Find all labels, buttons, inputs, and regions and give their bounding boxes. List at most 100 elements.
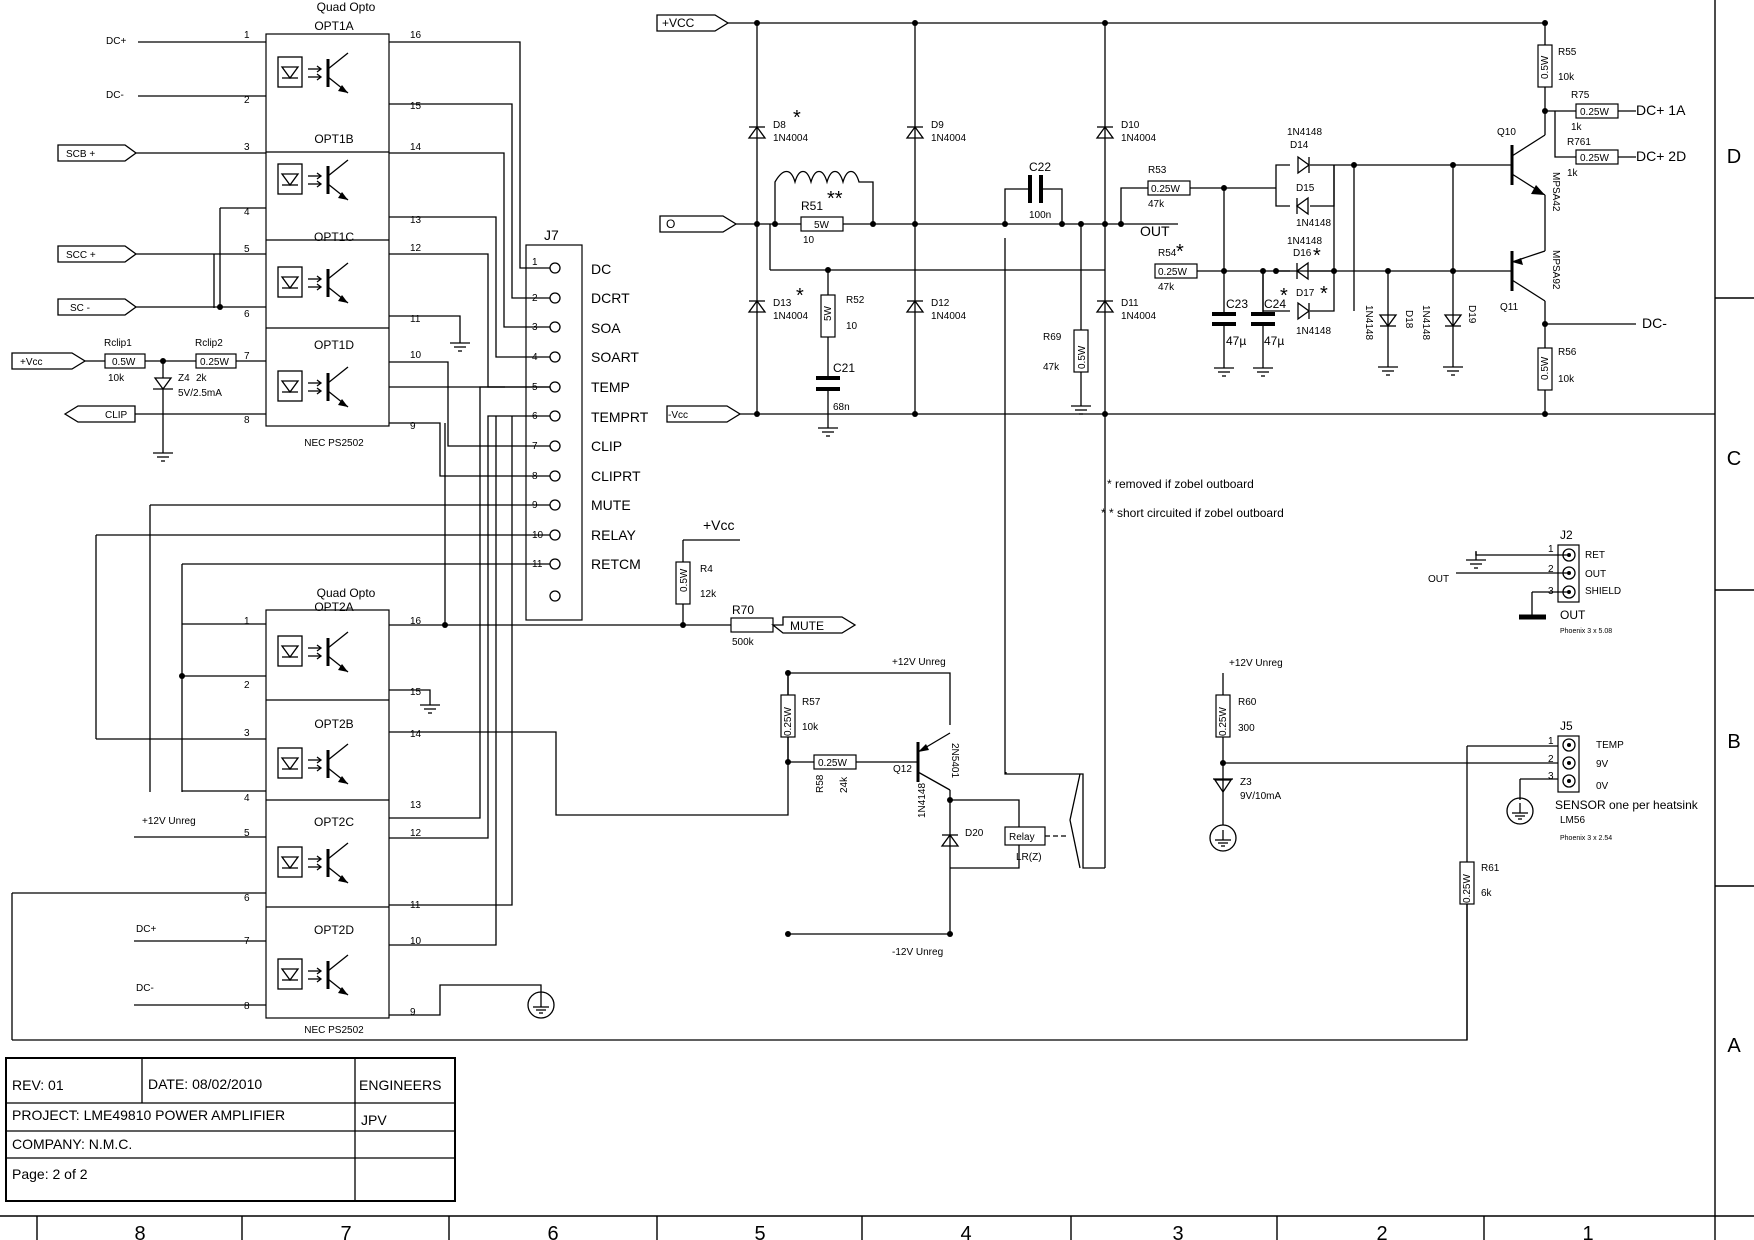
opto2-pin-1: 1 (244, 616, 250, 627)
d18-value: 1N4148 (1363, 305, 1374, 340)
net-label-dc1a[interactable]: DC+ 1A (1636, 102, 1686, 118)
j7-signal-retcm: RETCM (591, 556, 641, 572)
r56-value: 10k (1558, 374, 1575, 385)
d16-star: * (1313, 245, 1321, 267)
zone-row-a: A (1727, 1035, 1741, 1057)
j7-connector: J7 1 2 3 4 5 6 7 8 9 10 11 DC DCRT SOA S… (525, 227, 649, 621)
net-label-dcm-q11[interactable]: DC- (1642, 315, 1667, 331)
d8-star: * (793, 107, 801, 129)
opto2-pin-9: 9 (410, 1007, 416, 1018)
d11-ref: D11 (1121, 298, 1139, 309)
opto-j7-routing (12, 41, 1468, 1041)
net-label-vcc-neg[interactable]: -Vcc (668, 410, 688, 421)
net-label-vcc-in[interactable]: +Vcc (20, 357, 43, 368)
r57-ref: R57 (802, 697, 821, 708)
q11-ref: Q11 (1500, 302, 1519, 313)
opto2-block: Quad Opto OPT2A OPT2B OPT2C OPT2D NEC PS… (244, 586, 422, 1036)
r54-star: * (1176, 241, 1184, 263)
r53-ref: R53 (1148, 165, 1167, 176)
zone-col-3: 3 (1172, 1223, 1183, 1240)
zone-col-4: 4 (960, 1223, 971, 1240)
zone-rows: D C B A (1727, 146, 1742, 1057)
r4-ref: R4 (700, 564, 713, 575)
rclip2-ref: Rclip2 (195, 338, 223, 349)
c23-ref: C23 (1226, 297, 1248, 311)
mute-circuit: +Vcc R4 0.5W 12k R70 500k MUTE (675, 517, 857, 648)
title-page: Page: 2 of 2 (12, 1166, 88, 1182)
r53-rating: 0.25W (1151, 184, 1180, 195)
r60-value: 300 (1238, 723, 1255, 734)
opto1-pin-14: 14 (410, 142, 422, 153)
j2-pin-1: 1 (1548, 544, 1554, 555)
net-label-scm[interactable]: SC - (70, 303, 90, 314)
net-label-mute[interactable]: MUTE (790, 619, 824, 633)
opto2-pin-12: 12 (410, 828, 422, 839)
zone-row-c: C (1727, 448, 1741, 470)
d12-value: 1N4004 (931, 311, 966, 322)
opto2-pin-16: 16 (410, 616, 422, 627)
r56-ref: R56 (1558, 347, 1577, 358)
j7-signal-dcrt: DCRT (591, 290, 630, 306)
c22-value: 100n (1029, 210, 1051, 221)
zone-columns: 8 7 6 5 4 3 2 1 (134, 1223, 1593, 1240)
r60-ref: R60 (1238, 697, 1257, 708)
j2-pin-2: 2 (1548, 564, 1554, 575)
r56-rating: 0.5W (1540, 356, 1551, 380)
j7-pin-1: 1 (532, 257, 538, 268)
j5-pin-1: 1 (1548, 736, 1554, 747)
d13-star: * (796, 285, 804, 307)
r75-rating: 0.25W (1580, 107, 1609, 118)
d9-ref: D9 (931, 120, 944, 131)
j5-part: LM56 (1560, 815, 1585, 826)
supply-rails: +VCC -Vcc O (656, 14, 1715, 423)
d9-value: 1N4004 (931, 133, 966, 144)
net-label-clip[interactable]: CLIP (105, 410, 128, 421)
j5-title: SENSOR one per heatsink (1555, 798, 1699, 812)
opto2-channel-a: OPT2A (314, 600, 353, 614)
opto1-channel-b: OPT1B (314, 132, 353, 146)
c24-value: 47µ (1264, 334, 1284, 348)
note-zobel-removed: * removed if zobel outboard (1107, 477, 1254, 491)
r51-ref: R51 (801, 199, 823, 213)
output-sense: C22 100n OUT R69 0.5W 47k R53 0.25W 47k … (1002, 160, 1276, 415)
net-label-out-j2: OUT (1428, 574, 1449, 585)
opto2-pin-15: 15 (410, 687, 422, 698)
opto1-pin-16: 16 (410, 30, 422, 41)
opto2-pin-10: 10 (410, 936, 422, 947)
net-label-sccp[interactable]: SCC + (66, 250, 96, 261)
r52-value: 10 (846, 321, 858, 332)
net-label-v12-z3: +12V Unreg (1229, 658, 1283, 669)
note-zobel-shorted: * * short circuited if zobel outboard (1101, 506, 1284, 520)
net-label-vcc-top[interactable]: +VCC (662, 16, 695, 30)
q11-part: MPSA92 (1550, 250, 1561, 290)
j2-connector: J2 1 2 3 RET OUT SHIELD OUT OUT Phoenix … (1428, 528, 1621, 635)
d20-ref: D20 (965, 828, 984, 839)
opto1-channel-c: OPT1C (314, 230, 354, 244)
opto1-part: NEC PS2502 (304, 438, 364, 449)
zone-row-b: B (1727, 731, 1740, 753)
opto1-pin-11: 11 (410, 314, 421, 325)
r52-ref: R52 (846, 295, 865, 306)
r761-rating: 0.25W (1580, 153, 1609, 164)
j5-signal-0v: 0V (1596, 781, 1609, 792)
net-label-dc2d[interactable]: DC+ 2D (1636, 148, 1686, 164)
net-label-out[interactable]: OUT (1140, 223, 1170, 239)
j7-signal-soart: SOART (591, 349, 639, 365)
zone-row-d: D (1727, 146, 1741, 168)
r75-value: 1k (1571, 122, 1583, 133)
d12-ref: D12 (931, 298, 950, 309)
d15-value: 1N4148 (1296, 218, 1331, 229)
net-label-o-in[interactable]: O (666, 217, 675, 231)
z4-value: 5V/2.5mA (178, 388, 222, 399)
j7-signal-dc: DC (591, 261, 611, 277)
j2-ref: J2 (1560, 528, 1573, 542)
q12-part: 2N5401 (949, 743, 960, 778)
net-label-scbp[interactable]: SCB + (66, 149, 95, 160)
r761-value: 1k (1567, 168, 1579, 179)
z3-value: 9V/10mA (1240, 791, 1281, 802)
opto1-channel-a: OPT1A (314, 19, 353, 33)
d20-value: 1N4148 (917, 783, 928, 818)
r58-value: 24k (839, 776, 850, 793)
net-label-dcm2: DC- (136, 983, 154, 994)
